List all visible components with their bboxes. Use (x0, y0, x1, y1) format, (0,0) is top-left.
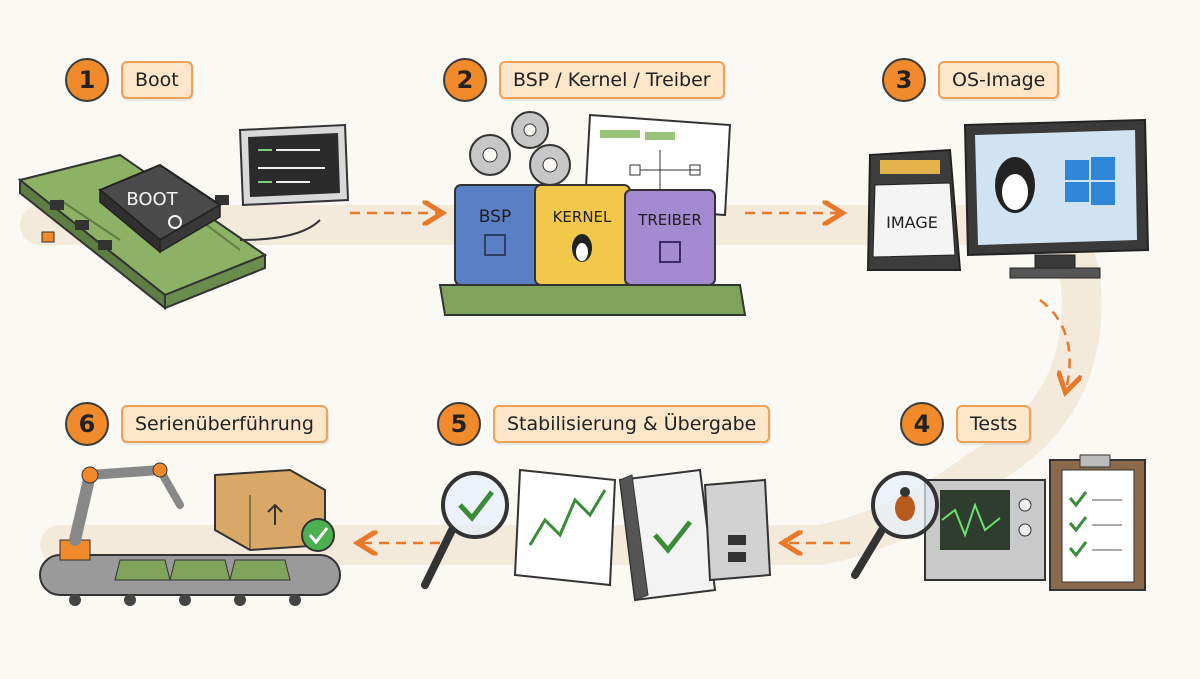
check-icon (653, 520, 692, 554)
cube-icon (484, 234, 506, 256)
step-4-label: Tests (956, 405, 1032, 443)
step-2-number: 2 (443, 58, 487, 102)
magnifier-icon (441, 471, 509, 539)
check-badge-icon (301, 518, 335, 552)
step-3-label: OS-Image (938, 61, 1060, 99)
step-1-label: Boot (121, 61, 193, 99)
tests-illustration (851, 454, 1146, 591)
chip-icon (659, 241, 681, 263)
step-4-number: 4 (900, 402, 944, 446)
stabilization-illustration (421, 468, 772, 602)
step-6-label: Serienüberführung (121, 405, 328, 443)
step-2-label: BSP / Kernel / Treiber (499, 61, 725, 99)
step-3-number: 3 (882, 58, 926, 102)
puzzle-treiber-label: TREIBER (637, 211, 702, 229)
bug-icon (895, 495, 915, 521)
step-5-number: 5 (437, 402, 481, 446)
step-6-header: 6 Serienüberführung (65, 402, 328, 446)
puzzle-kernel-label: KERNEL (553, 208, 612, 226)
windows-logo-icon (1065, 160, 1089, 180)
step-5-label: Stabilisierung & Übergabe (493, 405, 771, 443)
bsp-kernel-treiber-illustration: BSP KERNEL TREIBER (438, 111, 747, 316)
step-3-header: 3 OS-Image (882, 58, 1060, 102)
series-production-illustration (39, 462, 341, 606)
robot-arm (69, 469, 96, 546)
step-2-header: 2 BSP / Kernel / Treiber (443, 58, 725, 102)
puzzle-bsp-label: BSP (479, 207, 511, 227)
os-image-illustration: IMAGE (866, 118, 1150, 279)
sd-card-label: IMAGE (886, 213, 938, 232)
step-1-header: 1 Boot (65, 58, 193, 102)
check-icon (1068, 491, 1088, 508)
step-1-number: 1 (65, 58, 109, 102)
step-4-header: 4 Tests (900, 402, 1032, 446)
trend-chart-icon (528, 489, 607, 546)
step-6-number: 6 (65, 402, 109, 446)
check-icon (458, 490, 494, 522)
step-5-header: 5 Stabilisierung & Übergabe (437, 402, 771, 446)
arrow-3-to-4 (1039, 299, 1070, 390)
boot-chip-label: BOOT (126, 189, 178, 210)
boot-illustration: BOOT (17, 123, 350, 311)
